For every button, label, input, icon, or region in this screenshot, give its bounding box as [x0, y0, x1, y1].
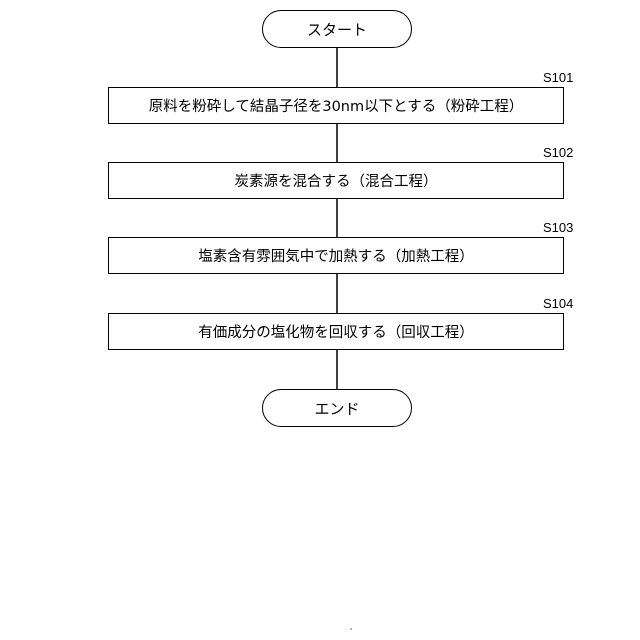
end-label: エンド: [314, 398, 359, 419]
step-id-s102: S102: [543, 145, 573, 160]
process-text-s102: 炭素源を混合する（混合工程）: [235, 170, 438, 191]
step-id-s103: S103: [543, 220, 573, 235]
end-terminal: エンド: [262, 389, 412, 427]
process-text-s104: 有価成分の塩化物を回収する（回収工程）: [198, 321, 474, 342]
step-id-s101: S101: [543, 70, 573, 85]
process-text-s103: 塩素含有雰囲気中で加熱する（加熱工程）: [198, 245, 474, 266]
process-box-s102: 炭素源を混合する（混合工程）: [108, 162, 564, 199]
process-text-s101: 原料を粉砕して結晶子径を30nm以下とする（粉砕工程）: [149, 95, 523, 116]
process-box-s101: 原料を粉砕して結晶子径を30nm以下とする（粉砕工程）: [108, 87, 564, 124]
start-label: スタート: [307, 19, 367, 40]
process-box-s104: 有価成分の塩化物を回収する（回収工程）: [108, 313, 564, 350]
start-terminal: スタート: [262, 10, 412, 48]
process-box-s103: 塩素含有雰囲気中で加熱する（加熱工程）: [108, 237, 564, 274]
step-id-s104: S104: [543, 296, 573, 311]
scan-speck: [350, 628, 352, 630]
